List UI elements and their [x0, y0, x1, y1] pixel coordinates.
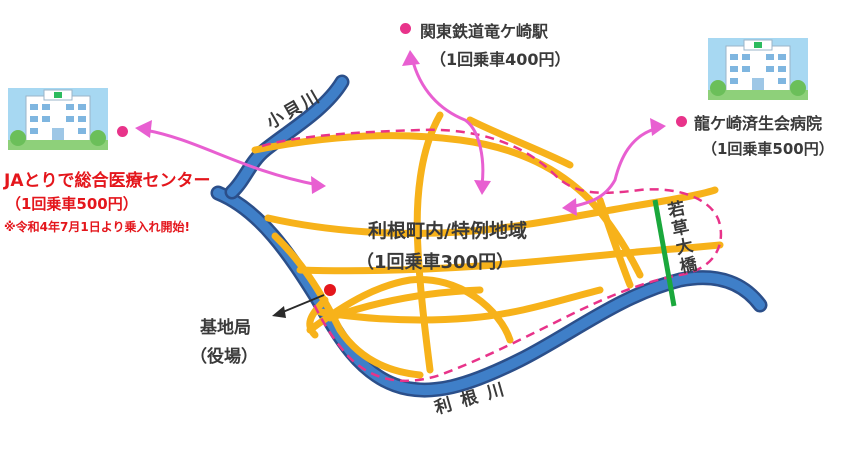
- area-fare: （1回乗車300円）: [356, 252, 515, 273]
- arrow-heads: [135, 50, 666, 216]
- station-location-pin: [400, 23, 411, 34]
- service-area-boundary: [261, 128, 723, 383]
- hospital-name: 龍ケ崎済生会病院: [694, 114, 823, 133]
- hospital-location-pin: [676, 116, 687, 127]
- ja-fare: （1回乗車500円）: [6, 195, 138, 213]
- station-name: 関東鉄道竜ケ崎駅: [420, 22, 549, 41]
- base-station-sub: （役場）: [190, 347, 258, 367]
- hospital-fare: （1回乗車500円）: [702, 140, 834, 158]
- area-title: 利根町内/特例地域: [368, 220, 527, 242]
- saiseikai-hospital-illustration: [708, 38, 808, 100]
- base-station-name: 基地局: [200, 318, 251, 338]
- station-fare: （1回乗車400円）: [430, 50, 571, 69]
- ja-name: JAとりで総合医療センター: [4, 171, 211, 191]
- ja-note: ※令和4年7月1日より乗入れ開始!: [4, 220, 190, 234]
- base-station-dot: [324, 284, 336, 296]
- ja-location-pin: [117, 126, 128, 137]
- bridge-line: [652, 199, 677, 307]
- roads: [251, 111, 724, 379]
- access-arrows: [143, 56, 660, 209]
- ja-hospital-illustration: [8, 88, 108, 150]
